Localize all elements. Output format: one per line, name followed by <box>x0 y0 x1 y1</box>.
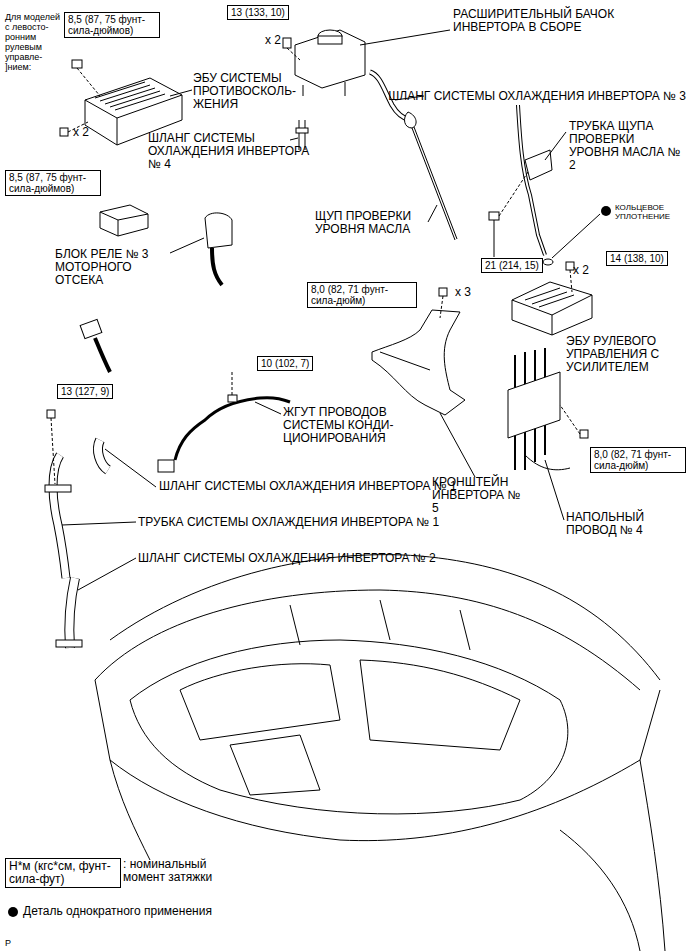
part-name: КРОНШТЕЙН ИНВЕРТОРА № 5 <box>432 476 527 515</box>
torque-value: 14 (138, 10) <box>606 251 668 266</box>
part-name: ЭБУ РУЛЕВОГО УПРАВЛЕНИЯ С УСИЛИТЕЛЕМ <box>566 335 686 374</box>
legend-dot <box>8 907 18 917</box>
part-name: БЛОК РЕЛЕ № 3 МОТОРНОГО ОТСЕКА <box>55 248 167 287</box>
part-name: ШЛАНГ СИСТЕМЫ ОХЛАЖДЕНИЯ ИНВЕРТОРА № 2 <box>138 552 436 565</box>
torque-value: 13 (127, 9) <box>57 384 113 399</box>
torque-box: 10 (102, 7) <box>257 356 313 371</box>
torque-value: 13 (133, 10) <box>227 5 289 20</box>
torque-value: 8,5 (87, 75 фунт-сила-дюймов) <box>64 12 160 38</box>
callout-number: x 3 <box>455 286 471 299</box>
torque-box: 21 (214, 15) <box>481 258 543 273</box>
torque-value: 8,0 (82, 71 фунт-сила-дюйм) <box>307 282 417 308</box>
legend-text: Деталь однократного применения <box>23 905 212 918</box>
callout-number: x 2 <box>265 34 281 47</box>
part-name: НАПОЛЬНЫЙ ПРОВОД № 4 <box>566 511 681 537</box>
part-name: ТРУБКА ЩУПА ПРОВЕРКИ УРОВНЯ МАСЛА № 2 <box>569 120 684 172</box>
torque-box: 8,0 (82, 71 фунт-сила-дюйм) <box>307 282 417 308</box>
legend-text: : номинальный момент затяжки <box>123 858 235 884</box>
part-name: ЖГУТ ПРОВОДОВ СИСТЕМЫ КОНДИ- ЦИОНИРОВАНИ… <box>283 406 411 445</box>
torque-box: 8,0 (82, 71 фунт-сила-дюйм) <box>590 447 686 473</box>
torque-box: 8,5 (87, 75 фунт-сила-дюймов) <box>5 170 101 196</box>
torque-box: 8,5 (87, 75 фунт-сила-дюймов) <box>64 12 160 38</box>
torque-box: 13 (127, 9) <box>57 384 113 399</box>
part-name: КОЛЬЦЕВОЕ УПЛОТНЕНИЕ <box>615 203 685 221</box>
part-name: ТРУБКА СИСТЕМЫ ОХЛАЖДЕНИЯ ИНВЕРТОРА № 1 <box>138 516 439 529</box>
torque-value: 10 (102, 7) <box>257 356 313 371</box>
torque-value: 8,5 (87, 75 фунт-сила-дюймов) <box>5 170 101 196</box>
part-name: Для моделей с левосто- ронним рулевым уп… <box>5 12 65 72</box>
single-use-mark <box>601 206 611 216</box>
legend-row: Н*м (кгс*см, фунт-сила-фут): номинальный… <box>5 858 235 888</box>
part-name: ЭБУ СИСТЕМЫ ПРОТИВОСКОЛЬ- ЖЕНИЯ <box>193 72 305 111</box>
torque-box: 13 (133, 10) <box>227 5 289 20</box>
torque-value: 21 (214, 15) <box>481 258 543 273</box>
part-name: РАСШИРИТЕЛЬНЫЙ БАЧОК ИНВЕРТОРА В СБОРЕ <box>453 8 638 34</box>
callout-number: x 2 <box>73 126 89 139</box>
callout-number: P <box>5 938 11 948</box>
torque-box: 14 (138, 10) <box>606 251 668 266</box>
torque-value: Н*м (кгс*см, фунт-сила-фут) <box>5 858 121 888</box>
part-name: ШЛАНГ СИСТЕМЫ ОХЛАЖДЕНИЯ ИНВЕРТОРА № 4 <box>148 132 318 171</box>
part-name: ЩУП ПРОВЕРКИ УРОВНЯ МАСЛА <box>315 210 435 236</box>
torque-value: 8,0 (82, 71 фунт-сила-дюйм) <box>590 447 686 473</box>
callout-number: x 2 <box>573 264 589 277</box>
part-name: ШЛАНГ СИСТЕМЫ ОХЛАЖДЕНИЯ ИНВЕРТОРА № 3 <box>388 90 686 103</box>
part-name: ШЛАНГ СИСТЕМЫ ОХЛАЖДЕНИЯ ИНВЕРТОРА № 1 <box>159 480 457 493</box>
